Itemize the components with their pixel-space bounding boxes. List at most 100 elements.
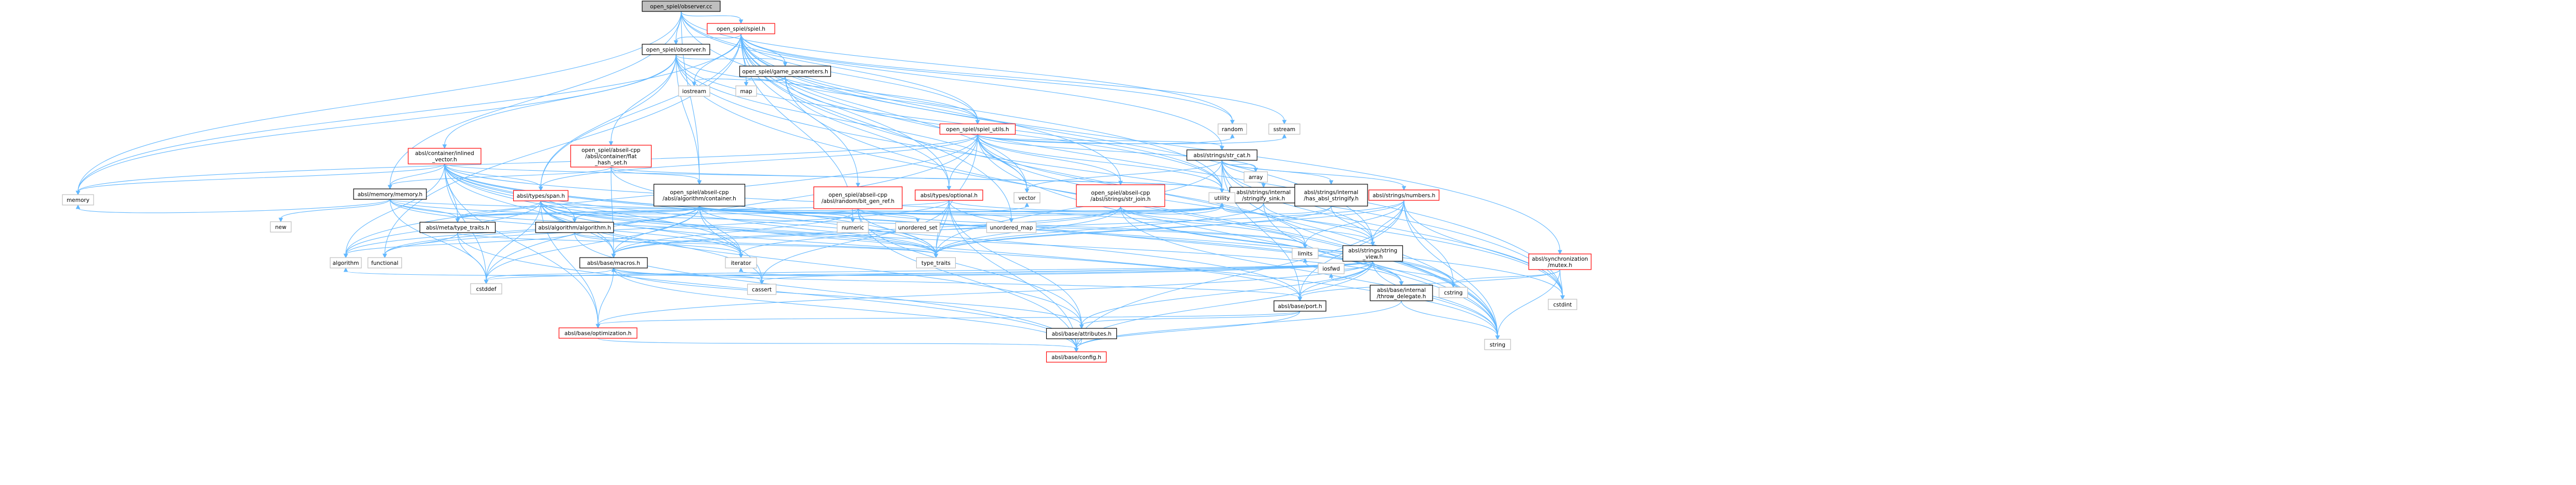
node-label: limits xyxy=(1298,251,1313,257)
node-box xyxy=(1013,192,1040,203)
edge-str_cat-to-has_stringify xyxy=(1221,160,1334,185)
edge-mutex-to-cstdint xyxy=(1559,269,1565,300)
node-box xyxy=(1484,339,1511,350)
node-box xyxy=(1547,299,1578,310)
node-numbers[interactable]: absl/strings/numbers.h xyxy=(1368,189,1440,201)
edge-game_params-to-iostream xyxy=(692,76,786,87)
edge-has_stringify-to-utility xyxy=(1219,202,1332,214)
node-label: open_spiel/game_parameters.h xyxy=(742,69,828,75)
node-box xyxy=(353,188,427,200)
node-label: open_spiel/observer.h xyxy=(646,47,706,53)
edge-observer_h-to-flat_hash_set xyxy=(608,54,676,146)
node-throw_delegate[interactable]: absl/base/internal/throw_delegate.h xyxy=(1370,285,1433,301)
node-box xyxy=(678,85,710,97)
node-game_params[interactable]: open_spiel/game_parameters.h xyxy=(739,66,831,77)
node-cstring: cstring xyxy=(1438,287,1468,298)
node-mutex[interactable]: absl/synchronization/mutex.h xyxy=(1528,253,1592,270)
node-root: open_spiel/observer.cc xyxy=(642,1,721,12)
node-label: /absl/container/flat xyxy=(585,154,636,160)
node-box xyxy=(1294,184,1368,207)
node-types_optional[interactable]: absl/types/optional.h xyxy=(915,189,983,201)
node-config[interactable]: absl/base/config.h xyxy=(1046,351,1107,363)
node-bit_gen_ref[interactable]: open_spiel/abseil-cpp/absl/random/bit_ge… xyxy=(813,186,903,209)
node-observer_h[interactable]: open_spiel/observer.h xyxy=(642,44,710,55)
node-iostream: iostream xyxy=(678,85,710,97)
node-label: functional xyxy=(371,260,398,266)
node-label: absl/base/macros.h xyxy=(587,260,640,266)
node-box xyxy=(367,257,402,269)
node-label: absl/base/optimization.h xyxy=(565,330,632,337)
node-types_span[interactable]: absl/types/span.h xyxy=(513,190,569,201)
node-cstdint: cstdint xyxy=(1547,299,1578,310)
node-box xyxy=(1243,171,1268,183)
node-macros[interactable]: absl/base/macros.h xyxy=(579,257,648,269)
node-functional: functional xyxy=(367,257,402,269)
node-box xyxy=(1229,187,1298,203)
node-inlined_vector[interactable]: absl/container/inlined_vector.h xyxy=(408,148,482,164)
node-label: map xyxy=(740,88,752,95)
node-type_traits_h[interactable]: absl/meta/type_traits.h xyxy=(419,222,496,233)
edge-observer_h-to-game_params xyxy=(675,54,788,67)
node-label: unordered_set xyxy=(898,225,938,231)
edge-port-to-attributes xyxy=(1079,311,1300,329)
node-algorithm_h[interactable]: absl/algorithm/algorithm.h xyxy=(535,222,614,233)
edge-algorithm_h-to-type_traits xyxy=(574,232,939,259)
node-label: /stringify_sink.h xyxy=(1242,196,1285,202)
node-label: absl/base/config.h xyxy=(1051,354,1101,361)
node-spiel_h[interactable]: open_spiel/spiel.h xyxy=(707,23,775,34)
edge-bit_gen_ref-to-attributes xyxy=(857,208,1084,329)
node-attributes[interactable]: absl/base/attributes.h xyxy=(1046,328,1117,339)
node-label: /has_absl_stringify.h xyxy=(1304,196,1358,202)
node-label: iterator xyxy=(731,260,751,266)
node-label: absl/types/span.h xyxy=(517,193,565,199)
edge-spiel_h-to-observer_h xyxy=(673,33,741,45)
node-label: _view.h xyxy=(1362,254,1383,260)
node-label: cstddef xyxy=(476,286,497,292)
node-stringify_sink[interactable]: absl/strings/internal/stringify_sink.h xyxy=(1229,187,1298,203)
edge-observer_h-to-memory xyxy=(75,54,676,196)
node-box xyxy=(735,85,757,97)
node-label: sstream xyxy=(1273,126,1295,133)
edge-flat_hash_set-to-algo_container xyxy=(610,167,702,185)
node-vector: vector xyxy=(1013,192,1040,203)
node-box xyxy=(535,222,614,233)
node-absl_memory[interactable]: absl/memory/memory.h xyxy=(353,188,427,200)
node-flat_hash_set[interactable]: open_spiel/abseil-cpp/absl/container/fla… xyxy=(570,145,652,168)
node-label: open_spiel/abseil-cpp xyxy=(828,192,888,198)
node-string: string xyxy=(1484,339,1511,350)
edge-spiel_h-to-sstream xyxy=(740,33,1287,125)
edge-string_view-to-algorithm xyxy=(343,261,1373,276)
node-string_view[interactable]: absl/strings/string_view.h xyxy=(1342,245,1403,262)
edge-algorithm_h-to-algorithm xyxy=(343,232,575,259)
node-box xyxy=(725,257,757,269)
node-limits: limits xyxy=(1292,248,1319,259)
edge-port-to-optimization xyxy=(595,311,1300,329)
node-str_cat[interactable]: absl/strings/str_cat.h xyxy=(1186,149,1258,161)
edge-spiel_h-to-random xyxy=(740,33,1235,125)
node-str_join[interactable]: open_spiel/abseil-cpp/absl/strings/str_j… xyxy=(1076,184,1165,207)
node-has_stringify[interactable]: absl/strings/internal/has_absl_stringify… xyxy=(1294,184,1368,207)
node-iterator: iterator xyxy=(725,257,757,269)
node-algo_container[interactable]: open_spiel/abseil-cpp/absl/algorithm/con… xyxy=(653,184,746,207)
node-box xyxy=(895,222,941,233)
node-label: absl/memory/memory.h xyxy=(358,192,423,198)
node-label: cassert xyxy=(752,287,772,293)
node-label: absl/synchronization xyxy=(1532,256,1588,262)
node-memory: memory xyxy=(62,194,94,206)
node-port[interactable]: absl/base/port.h xyxy=(1273,300,1326,312)
node-box xyxy=(579,257,648,269)
dependency-edges xyxy=(75,11,1565,353)
edge-macros-to-cstddef xyxy=(484,267,614,285)
node-box xyxy=(570,145,652,168)
node-type_traits: type_traits xyxy=(916,257,956,269)
node-optimization[interactable]: absl/base/optimization.h xyxy=(558,327,638,339)
node-numeric: numeric xyxy=(837,222,869,233)
node-label: absl/strings/internal xyxy=(1237,189,1291,196)
edge-type_traits_h-to-functional xyxy=(382,232,458,259)
node-box xyxy=(986,222,1037,233)
node-label: absl/algorithm/algorithm.h xyxy=(538,225,611,231)
node-label: array xyxy=(1248,174,1263,181)
dependency-nodes: open_spiel/observer.cc open_spiel/spiel.h… xyxy=(62,1,1592,363)
node-label: absl/container/inlined xyxy=(415,150,474,157)
node-spiel_utils[interactable]: open_spiel/spiel_utils.h xyxy=(939,123,1016,135)
